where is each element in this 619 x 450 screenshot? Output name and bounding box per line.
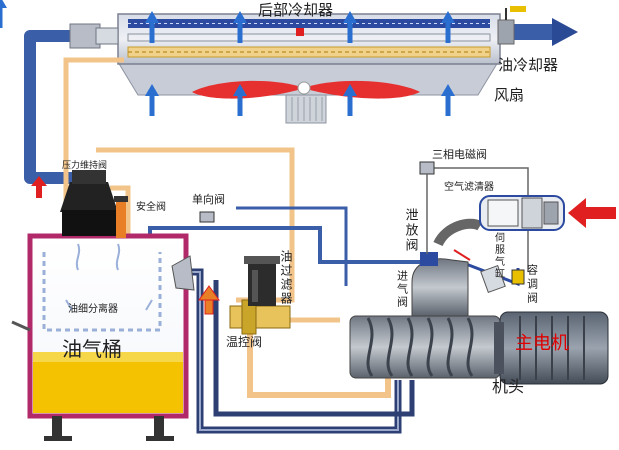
oil-air-tank: [11, 233, 189, 441]
label-main-motor: 主电机: [515, 333, 569, 354]
servo-cylinder: [480, 264, 506, 294]
label-oil-tank: 油气桶: [62, 337, 122, 361]
label-oil-cooler: 油冷却器: [498, 56, 558, 74]
label-air-filter: 空气滤清器: [444, 180, 494, 193]
red-arrow-up-center: [198, 285, 220, 315]
label-capacity-valve: 容调阀: [526, 263, 539, 306]
label-min-pressure-valve: 压力维持阀: [62, 159, 107, 171]
check-valve: [199, 211, 215, 223]
label-thermostatic-valve: 温控阀: [226, 335, 262, 349]
label-fan: 风扇: [494, 86, 524, 104]
red-arrow-up-left: [31, 176, 47, 198]
labels: 后部冷却器 油冷却器 风扇 压力维持阀 安全阀 单向阀 三相电磁阀 空气滤清器 …: [62, 1, 569, 396]
airend: [349, 258, 501, 379]
min-pressure-valve: [60, 170, 118, 236]
thermostatic-valve: [229, 299, 291, 335]
solenoid-line: [428, 167, 529, 272]
air-swirl-marks: [65, 243, 153, 311]
capacity-valve: [511, 269, 525, 285]
fan-blades: [192, 80, 420, 99]
label-airend: 机头: [492, 377, 524, 396]
label-servo-cylinder: 伺服气缸: [493, 231, 505, 280]
air-filter: [479, 195, 565, 231]
label-separator: 油细分离器: [68, 302, 118, 315]
main-motor: [494, 311, 609, 385]
oil-pipe-bottom: [247, 330, 391, 398]
oil-pipe-outer: [110, 185, 131, 240]
separator-fitting: [171, 255, 195, 291]
oil-pipe-to-cooler: [63, 57, 124, 238]
label-check-valve: 单向阀: [192, 192, 225, 206]
label-aftercooler: 后部冷却器: [258, 1, 333, 19]
airflow-arrows: [0, 0, 455, 116]
red-arrow-inlet: [568, 198, 616, 228]
control-air-line: [148, 226, 420, 264]
safety-valve: [114, 196, 128, 238]
separator-return-line: [213, 280, 415, 417]
label-oil-filter: 油过滤器: [279, 250, 293, 306]
three-phase-solenoid: [419, 161, 435, 175]
air-outlet: [497, 6, 578, 46]
oil-filter: [244, 256, 280, 306]
label-safety-valve: 安全阀: [136, 200, 166, 213]
label-inlet-valve: 进气阀: [396, 270, 409, 309]
aftercooler-unit: [117, 13, 501, 124]
inlet-valve: [420, 218, 483, 266]
label-blowdown-valve: 泄放阀: [403, 208, 419, 253]
label-three-phase-solenoid: 三相电磁阀: [432, 147, 487, 161]
control-line-filter: [236, 206, 348, 286]
